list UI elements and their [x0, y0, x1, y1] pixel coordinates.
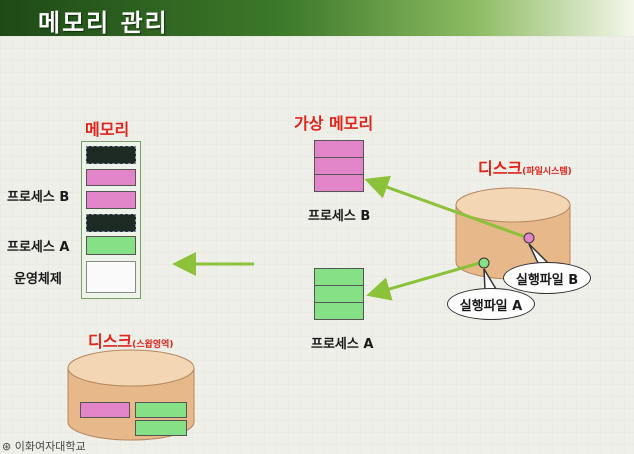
footer-text: 이화여자대학교: [14, 440, 86, 453]
callout-exe-a: 실행파일 A: [447, 288, 535, 320]
filesystem-disk-title: 디스크(파일시스템): [478, 155, 572, 179]
callout-exe-b: 실행파일 B: [503, 262, 591, 294]
vmem-a-page-2: [315, 286, 363, 303]
memory-label-os: 운영체제: [14, 272, 62, 287]
vmem-process-b-stack: [314, 140, 364, 192]
memory-slot-pink-1: [86, 169, 136, 186]
memory-label-process-a: 프로세스 A: [7, 240, 70, 255]
virtual-memory-title: 가상 메모리: [294, 114, 374, 133]
vmem-b-page-3: [315, 175, 363, 191]
title-bar: 메모리 관리: [0, 0, 634, 37]
exe-a-dot: [478, 257, 490, 269]
swap-block-green-1: [135, 402, 187, 418]
memory-label-process-b: 프로세스 B: [7, 190, 70, 205]
vmem-b-page-1: [315, 141, 363, 158]
vmem-b-page-2: [315, 158, 363, 175]
arrow-exe-a-to-vmem: [366, 260, 484, 301]
memory-block: [81, 141, 141, 299]
memory-slot-dark-1: [86, 146, 136, 164]
swap-disk-title-main: 디스크: [88, 332, 133, 351]
memory-slot-dark-2: [86, 214, 136, 232]
swap-block-green-2: [135, 420, 187, 436]
vmem-a-page-1: [315, 269, 363, 286]
vmem-label-process-a: 프로세스 A: [311, 337, 374, 352]
swap-block-pink: [80, 402, 130, 418]
memory-title: 메모리: [85, 120, 130, 139]
memory-slot-green: [86, 236, 136, 255]
exe-b-dot: [523, 232, 535, 244]
filesystem-disk-title-main: 디스크: [478, 159, 523, 178]
vmem-process-a-stack: [314, 268, 364, 320]
footer-logo-text: ⊛ 이화여자대학교: [2, 440, 86, 453]
swap-disk-title: 디스크(스왑영역): [88, 328, 174, 352]
arrow-exe-b-to-vmem: [364, 175, 529, 240]
memory-slot-pink-2: [86, 191, 136, 209]
memory-slot-os: [86, 261, 136, 293]
vmem-a-page-3: [315, 303, 363, 319]
vmem-label-process-b: 프로세스 B: [308, 209, 371, 224]
swap-disk-subtitle: (스왑영역): [132, 340, 174, 350]
page-title: 메모리 관리: [38, 9, 169, 37]
filesystem-disk-subtitle: (파일시스템): [522, 167, 572, 177]
